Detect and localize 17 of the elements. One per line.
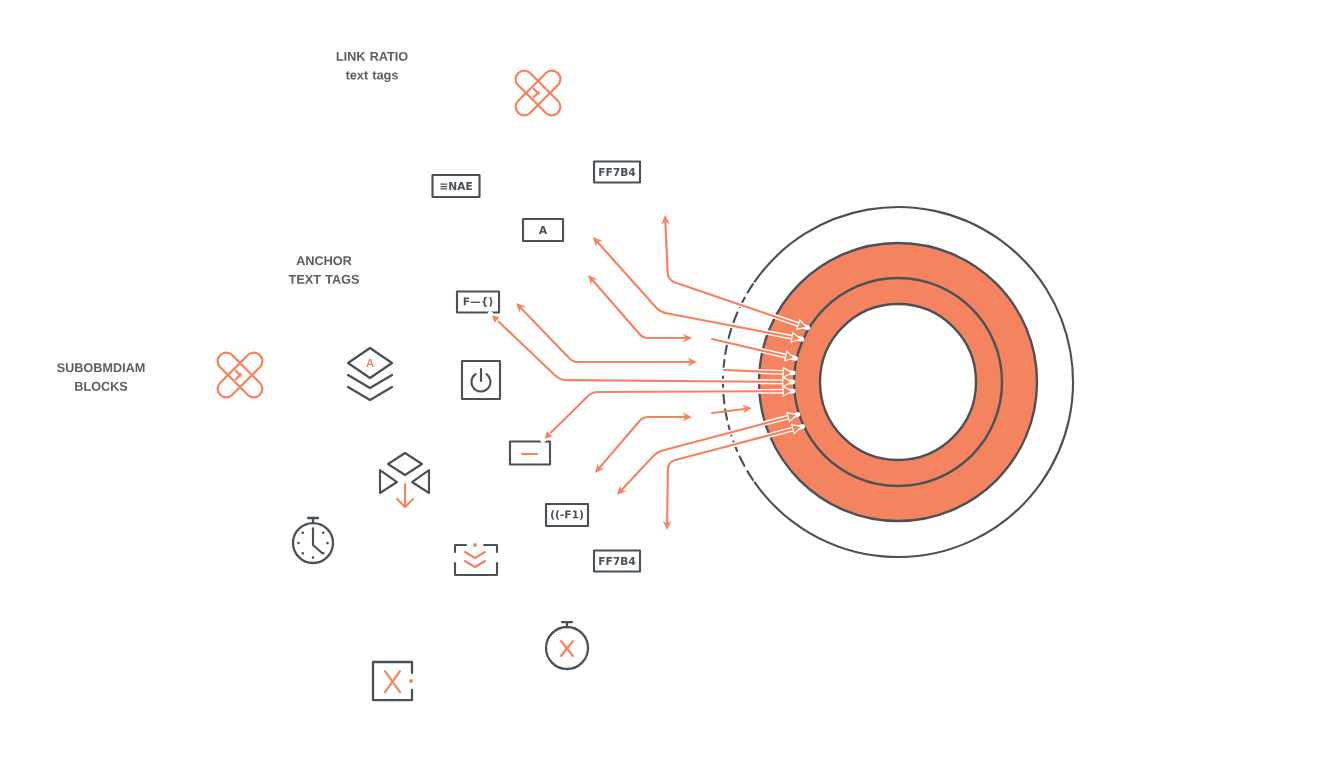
- tag-box: F—{): [455, 290, 501, 314]
- minus-box: [508, 440, 552, 466]
- double-arrow: [590, 234, 805, 343]
- double-arrow: [487, 311, 796, 388]
- double-arrow: [540, 385, 796, 443]
- tag-box: ((-F1): [544, 502, 590, 528]
- tag-box: FF7B4: [592, 160, 642, 184]
- label-text: SUBOBMDIAM BLOCKS: [57, 363, 145, 391]
- arrow: [709, 336, 798, 362]
- double-arrow: [661, 212, 811, 331]
- tag-box: A: [521, 217, 565, 243]
- tag-box: FF7B4: [592, 549, 642, 573]
- tag-box: ≡NAE: [431, 173, 481, 199]
- double-arrow: [614, 411, 801, 498]
- target-circle: [792, 276, 1004, 488]
- label-text: LINK RATIO text tags: [336, 51, 408, 83]
- label-text: ANCHOR TEXT TAGS: [288, 256, 359, 284]
